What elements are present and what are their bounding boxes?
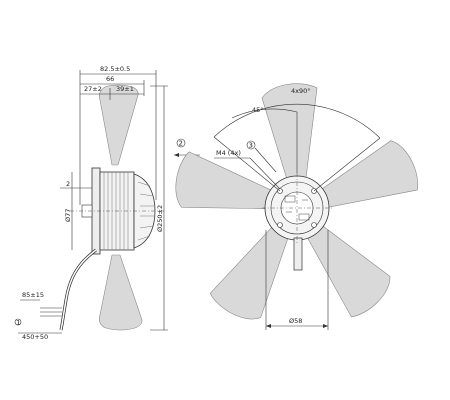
callout-2: 2	[179, 140, 183, 148]
dim-thread-m4: M4 (4x)	[216, 149, 241, 157]
front-blades	[175, 83, 419, 320]
dim-27: 27±2	[84, 85, 102, 93]
dim-66: 66	[106, 75, 114, 83]
blade-3	[303, 220, 391, 318]
cable-exit-tab	[293, 237, 303, 271]
dim-angle-4x90: 4x90°	[291, 87, 311, 95]
dim-39: 39±1	[116, 85, 134, 93]
blade-2	[315, 140, 419, 210]
front-view: 4x90° 45° M4 (4x) 3 Ø58	[175, 83, 419, 330]
hub-detail	[284, 195, 310, 221]
dim-shaft-diameter: Ø77	[64, 209, 72, 222]
blade-1	[261, 83, 318, 187]
side-lower-blade	[98, 254, 143, 331]
cable	[59, 248, 97, 331]
side-upper-blade	[98, 84, 139, 166]
callout-1: 1	[16, 319, 20, 327]
dim-2: 2	[66, 180, 70, 188]
blade-5	[175, 151, 279, 210]
side-view: 82.5±0.5 66 27±2 39±1 2 Ø77 Ø250±2 85±15…	[14, 65, 200, 341]
dim-hub-diameter: Ø58	[289, 317, 302, 325]
callout-3: 3	[249, 142, 253, 150]
dim-total-depth: 82.5±0.5	[100, 65, 130, 73]
dim-angle-45: 45°	[252, 106, 264, 114]
dim-fan-diameter: Ø250±2	[156, 205, 164, 232]
blade-4	[209, 220, 291, 320]
dim-cable-length: 450+50	[22, 333, 48, 341]
dim-cable-strip: 85±15	[22, 291, 44, 299]
